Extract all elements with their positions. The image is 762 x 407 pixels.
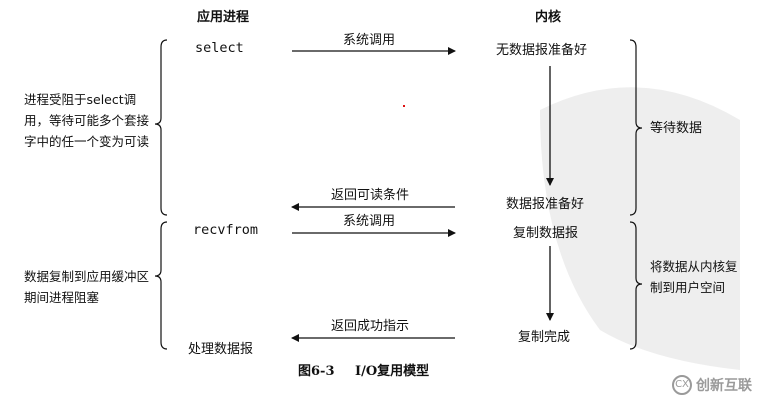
kernel-column-header: 内核 [535, 10, 562, 25]
watermark: CX 创新互联 [672, 375, 752, 395]
note-copy-to-user: 将数据从内核复制到用户空间 [650, 259, 738, 295]
left-brace-copy [154, 221, 168, 350]
syscall-label-1: 系统调用 [343, 33, 396, 48]
right-brace-copy [629, 221, 643, 350]
syscall-label-2: 系统调用 [343, 214, 396, 229]
recvfrom-call: recvfrom [193, 222, 259, 238]
select-call: select [195, 40, 244, 56]
watermark-logo-icon: CX [672, 375, 692, 395]
kernel-ready: 数据报准备好 [506, 197, 585, 212]
watermark-text: 创新互联 [696, 378, 752, 394]
kernel-copy: 复制数据报 [513, 226, 579, 241]
handle-datagram: 处理数据报 [188, 342, 254, 357]
background-watermark [540, 87, 740, 370]
kernel-copy-done: 复制完成 [518, 330, 571, 345]
figure-number: 图6-3 [298, 364, 335, 379]
process-column-header: 应用进程 [197, 10, 250, 25]
return-readable-label: 返回可读条件 [331, 188, 410, 203]
note-blocked-copy: 数据复制到应用缓冲区期间进程阻塞 [24, 269, 150, 305]
stray-red-dot [403, 105, 405, 107]
right-brace-wait [629, 39, 643, 216]
return-success-label: 返回成功指示 [331, 319, 410, 334]
left-brace-wait [154, 39, 168, 216]
note-blocked-select: 进程受阻于select调用，等待可能多个套接字中的任一个变为可读 [24, 92, 150, 149]
note-wait-data: 等待数据 [650, 121, 703, 136]
kernel-not-ready: 无数据报准备好 [496, 43, 588, 58]
figure-title: I/O复用模型 [355, 364, 430, 379]
